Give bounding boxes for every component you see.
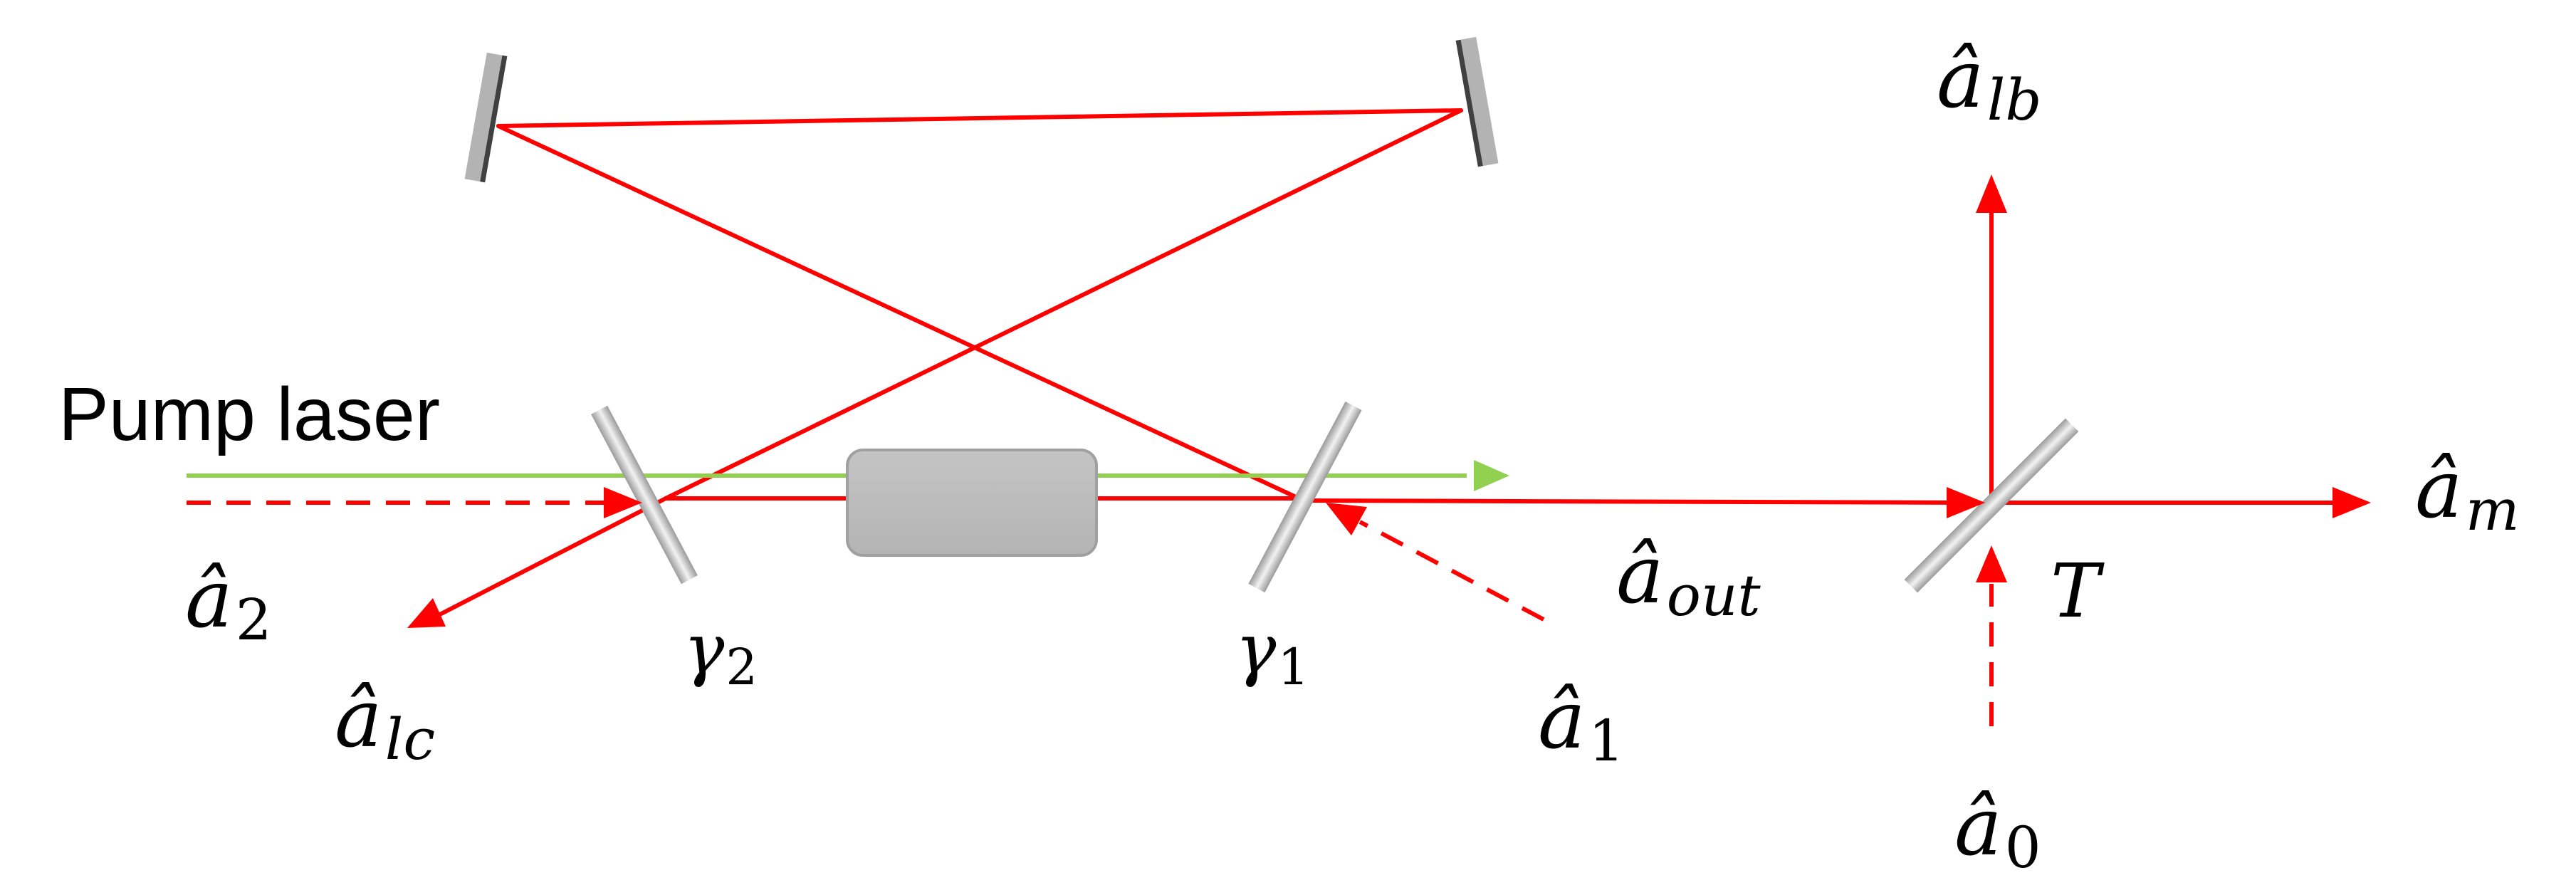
arrowheads bbox=[407, 174, 2371, 628]
label-a2: â2 bbox=[185, 553, 272, 653]
label-a0: â0 bbox=[1954, 781, 2041, 881]
arrowhead-aout bbox=[1947, 487, 1985, 518]
coupler-gamma1 bbox=[1248, 401, 1362, 593]
beam-output bbox=[1294, 498, 1976, 505]
label-a1: â1 bbox=[1538, 674, 1625, 774]
label-t: T bbox=[2051, 548, 2105, 634]
arrowhead-am bbox=[2332, 487, 2371, 518]
arrowhead-a2 bbox=[604, 487, 642, 518]
label-alb: âlb bbox=[1937, 33, 2042, 133]
label-gamma1: γ1 bbox=[1235, 609, 1309, 696]
beam-alc bbox=[434, 496, 668, 619]
arrowhead-a0 bbox=[1976, 545, 2007, 582]
pump-arrowhead bbox=[1474, 460, 1509, 491]
top-left-mirror bbox=[464, 52, 508, 183]
label-aout: âout bbox=[1616, 529, 1761, 629]
beam-diagonal-down bbox=[496, 124, 1297, 498]
beam-splitter-t bbox=[1904, 418, 2079, 593]
arrowhead-alb bbox=[1976, 174, 2007, 213]
coupler-gamma2 bbox=[591, 405, 698, 585]
label-alc: âlc bbox=[335, 673, 435, 773]
beam-a1-input bbox=[1358, 520, 1545, 622]
cavity-beams bbox=[434, 108, 2345, 619]
label-gamma2: γ2 bbox=[684, 609, 758, 696]
dashed-input-beams bbox=[187, 501, 1994, 726]
pump-laser-label: Pump laser bbox=[58, 372, 440, 456]
nonlinear-crystal bbox=[846, 449, 1098, 557]
beam-diagonal-up bbox=[664, 108, 1463, 501]
beam-top bbox=[496, 108, 1463, 128]
label-am: âm bbox=[2415, 444, 2520, 543]
top-right-mirror bbox=[1455, 36, 1499, 167]
arrowhead-a1 bbox=[1326, 503, 1367, 535]
arrowhead-alc bbox=[407, 598, 446, 628]
